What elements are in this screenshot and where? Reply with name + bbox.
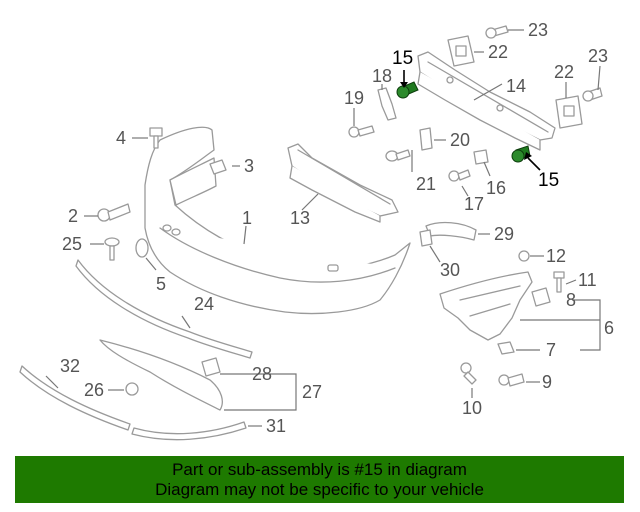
- part-9-bolt[interactable]: [498, 373, 525, 387]
- callout-14: 14: [506, 76, 526, 96]
- callout-18: 18: [372, 66, 392, 86]
- callout-13: 13: [290, 208, 310, 228]
- part-2-bolt[interactable]: [97, 203, 131, 222]
- part-22-bracket-right[interactable]: [555, 95, 583, 129]
- part-31-strip[interactable]: [131, 421, 247, 441]
- part-11-stud[interactable]: [553, 271, 565, 293]
- callout-25: 25: [62, 234, 82, 254]
- part-26-clip[interactable]: [125, 382, 139, 396]
- callout-23-right: 23: [588, 46, 608, 66]
- part-17-screw[interactable]: [448, 169, 471, 182]
- part-6-side-bracket[interactable]: [439, 271, 533, 341]
- part-22-bracket-upper[interactable]: [447, 35, 475, 67]
- part-25-clip[interactable]: [104, 237, 120, 261]
- callout-1: 1: [242, 208, 252, 228]
- callout-29: 29: [494, 224, 514, 244]
- leader-lines: [45, 29, 601, 427]
- callout-17: 17: [464, 194, 484, 214]
- part-13-energy-absorber[interactable]: [287, 143, 399, 223]
- part-23-bolt-right[interactable]: [582, 87, 603, 102]
- part-15-bolt-upper[interactable]: [396, 81, 419, 99]
- exploded-parts-diagram: 1 2 3 4 5 6 7 8 9 10 11 12 13 14 15 15 1…: [19, 20, 614, 441]
- callout-12: 12: [546, 246, 566, 266]
- part-19-clip[interactable]: [348, 125, 375, 138]
- part-29-bracket[interactable]: [425, 221, 477, 241]
- part-8-pad[interactable]: [531, 287, 551, 307]
- callout-31: 31: [266, 416, 286, 436]
- callout-16: 16: [486, 178, 506, 198]
- callout-22-right: 22: [554, 62, 574, 82]
- part-27-valance[interactable]: [99, 339, 223, 411]
- part-4-bolt[interactable]: [149, 127, 163, 149]
- banner-line-disclaimer: Diagram may not be specific to your vehi…: [155, 480, 484, 499]
- callout-15-upper: 15: [392, 48, 413, 69]
- part-18-bracket[interactable]: [377, 87, 397, 121]
- callout-7: 7: [546, 340, 556, 360]
- callout-9: 9: [542, 372, 552, 392]
- callout-10: 10: [462, 398, 482, 418]
- callout-32: 32: [60, 356, 80, 376]
- part-5-seal[interactable]: [135, 238, 149, 258]
- callout-21: 21: [416, 174, 436, 194]
- callout-28: 28: [252, 364, 272, 384]
- callout-30: 30: [440, 260, 460, 280]
- callout-15-lower: 15: [538, 170, 559, 191]
- part-14-reinforcement-beam[interactable]: [417, 51, 556, 151]
- callout-4: 4: [116, 128, 126, 148]
- part-28-insert[interactable]: [201, 357, 221, 377]
- callout-3: 3: [244, 156, 254, 176]
- part-24-molding[interactable]: [75, 259, 253, 359]
- part-23-bolt-upper[interactable]: [485, 25, 509, 39]
- part-30-clip[interactable]: [419, 229, 433, 247]
- part-7-nut[interactable]: [497, 341, 515, 355]
- callout-26: 26: [84, 380, 104, 400]
- part-32-trim[interactable]: [19, 365, 131, 431]
- info-banner: Part or sub-assembly is #15 in diagram D…: [15, 456, 624, 503]
- callout-23-upper: 23: [528, 20, 548, 40]
- callout-22-upper: 22: [488, 42, 508, 62]
- callout-27: 27: [302, 382, 322, 402]
- part-3-nut[interactable]: [209, 159, 227, 175]
- callout-2: 2: [68, 206, 78, 226]
- callout-24: 24: [194, 294, 214, 314]
- callout-20: 20: [450, 130, 470, 150]
- callout-8: 8: [566, 290, 576, 310]
- callout-5: 5: [156, 274, 166, 294]
- part-16-clip[interactable]: [473, 149, 489, 165]
- part-12-pin[interactable]: [518, 250, 530, 262]
- part-1-bumper-cover[interactable]: [144, 126, 411, 315]
- part-10-bolt[interactable]: [460, 362, 477, 385]
- callout-labels: 1 2 3 4 5 6 7 8 9 10 11 12 13 14 15 15 1…: [60, 20, 614, 436]
- banner-line-part-number: Part or sub-assembly is #15 in diagram: [172, 460, 467, 479]
- callout-11: 11: [578, 270, 597, 290]
- callout-6: 6: [604, 318, 614, 338]
- callout-19: 19: [344, 88, 364, 108]
- part-20-retainer[interactable]: [419, 127, 433, 151]
- part-21-fastener[interactable]: [385, 149, 411, 162]
